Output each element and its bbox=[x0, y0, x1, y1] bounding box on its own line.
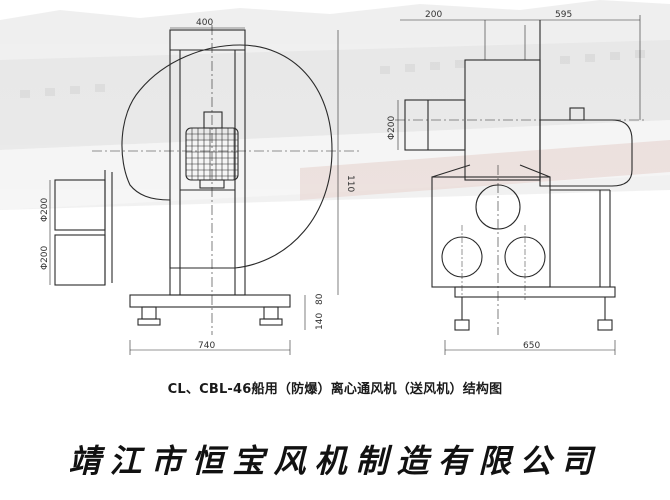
front-base bbox=[129, 294, 291, 308]
side-dim-left-dia: Φ200 bbox=[387, 115, 397, 140]
front-dim-right-height: 110 bbox=[345, 175, 355, 192]
inlet-duct-upper bbox=[54, 179, 106, 231]
front-dim-inlet-upper: Φ200 bbox=[40, 197, 50, 222]
technical-drawing: 400 740 110 80 140 Φ200 Φ200 200 595 Φ20… bbox=[40, 10, 645, 355]
side-base bbox=[454, 286, 616, 298]
side-dim-top-left: 200 bbox=[425, 10, 442, 20]
front-dim-top: 400 bbox=[196, 18, 213, 28]
front-view bbox=[49, 25, 362, 355]
front-dim-bottom: 740 bbox=[198, 341, 215, 351]
side-inlet-box bbox=[431, 176, 551, 288]
side-outlet-duct bbox=[404, 99, 466, 151]
front-dim-base-upper: 80 bbox=[315, 293, 325, 305]
front-dim-base-lower: 140 bbox=[315, 313, 325, 330]
side-view bbox=[395, 15, 645, 355]
drawing-caption: CL、CBL-46船用（防爆）离心通风机（送风机）结构图 bbox=[167, 382, 503, 397]
side-dim-bottom: 650 bbox=[523, 341, 540, 351]
motor-terminal-box bbox=[203, 111, 223, 129]
side-motor-body bbox=[539, 119, 633, 187]
company-name: 靖江市恒宝风机制造有限公司 bbox=[68, 442, 602, 480]
inlet-duct-lower bbox=[54, 234, 106, 286]
fan-scroll-casing bbox=[121, 44, 333, 269]
front-dim-inlet-lower: Φ200 bbox=[40, 245, 50, 270]
side-dim-top-right: 595 bbox=[555, 10, 572, 20]
